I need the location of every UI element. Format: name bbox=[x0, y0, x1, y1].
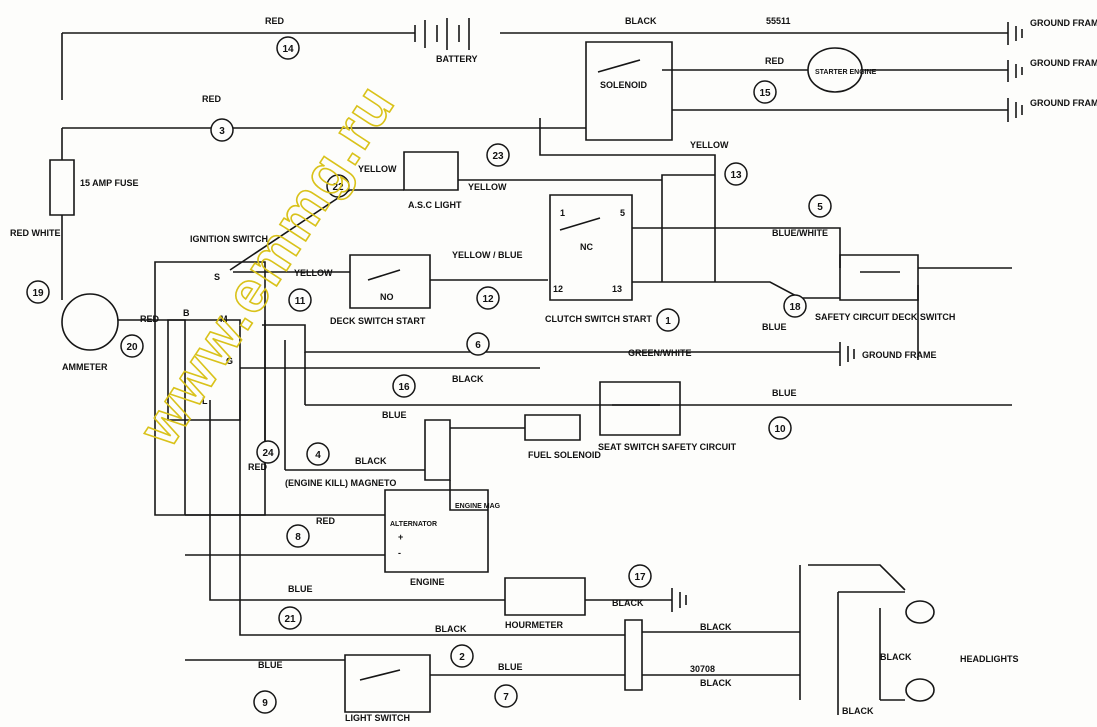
label-red-8: RED bbox=[316, 516, 336, 526]
wire-number-20: 20 bbox=[126, 342, 138, 353]
wire-number-14: 14 bbox=[282, 44, 294, 55]
label-red-20: RED bbox=[140, 314, 160, 324]
label-ground-frame-2: GROUND FRAME bbox=[1030, 58, 1097, 68]
label-solenoid: SOLENOID bbox=[600, 80, 648, 90]
label-blue-9: BLUE bbox=[258, 660, 283, 670]
wire-number-23: 23 bbox=[492, 151, 504, 162]
wires bbox=[49, 18, 1023, 715]
wire-number-5: 5 bbox=[817, 202, 823, 213]
label-safety-deck-switch: SAFETY CIRCUIT DECK SWITCH bbox=[815, 312, 955, 322]
label-black-17: BLACK bbox=[612, 598, 644, 608]
wire-number-markers: 14 15 3 22 23 13 5 19 11 12 18 1 20 6 16… bbox=[26, 36, 832, 714]
label-engine-kill: (ENGINE KILL) MAGNETO bbox=[285, 478, 396, 488]
ignition-terminals: S M G B L 1 5 12 13 + - bbox=[183, 208, 625, 558]
label-starter-engine: STARTER ENGINE bbox=[815, 69, 877, 76]
labels: RED BATTERY BLACK 55511 GROUND FRAME GRO… bbox=[10, 16, 1097, 723]
wire-number-3: 3 bbox=[219, 126, 225, 137]
wire-number-16: 16 bbox=[398, 382, 410, 393]
wire-number-2: 2 bbox=[459, 652, 465, 663]
label-red-solenoid: RED bbox=[765, 56, 785, 66]
label-clutch-switch-start: CLUTCH SWITCH START bbox=[545, 314, 652, 324]
wire-number-7: 7 bbox=[503, 692, 509, 703]
label-yellow-11: YELLOW bbox=[294, 268, 333, 278]
label-blue-7: BLUE bbox=[498, 662, 523, 672]
label-code-2: 30708 bbox=[690, 664, 715, 674]
wire-number-6: 6 bbox=[475, 340, 481, 351]
label-red-24: RED bbox=[248, 462, 268, 472]
watermark: www.emmg.ru bbox=[126, 73, 408, 458]
label-nc: NC bbox=[580, 242, 593, 252]
label-deck-switch-start: DECK SWITCH START bbox=[330, 316, 426, 326]
wire-number-21: 21 bbox=[284, 614, 296, 625]
terminal-g: G bbox=[226, 356, 233, 366]
wire-number-19: 19 bbox=[32, 288, 44, 299]
label-engine: ENGINE bbox=[410, 577, 445, 587]
label-red-white: RED WHITE bbox=[10, 228, 61, 238]
label-yellow-22: YELLOW bbox=[358, 164, 397, 174]
wire-number-11: 11 bbox=[295, 296, 306, 307]
wire-number-4: 4 bbox=[315, 450, 321, 461]
clutch-term-1: 1 bbox=[560, 208, 565, 218]
terminal-s: S bbox=[214, 272, 220, 282]
label-red-3: RED bbox=[202, 94, 222, 104]
wire-number-15: 15 bbox=[759, 88, 771, 99]
label-black-4: BLACK bbox=[355, 456, 387, 466]
label-black-head: BLACK bbox=[700, 622, 732, 632]
label-top-code: 55511 bbox=[766, 16, 791, 26]
wire-number-8: 8 bbox=[295, 532, 301, 543]
clutch-term-13: 13 bbox=[612, 284, 622, 294]
alternator-minus: - bbox=[398, 548, 401, 558]
wire-number-24: 24 bbox=[262, 448, 274, 459]
wire-number-10: 10 bbox=[774, 424, 786, 435]
clutch-term-5: 5 bbox=[620, 208, 625, 218]
label-green-white: GREEN/WHITE bbox=[628, 348, 692, 358]
label-headlights: HEADLIGHTS bbox=[960, 654, 1019, 664]
label-ignition-switch: IGNITION SWITCH bbox=[190, 234, 268, 244]
wire-number-17: 17 bbox=[634, 572, 646, 583]
label-black-2: BLACK bbox=[435, 624, 467, 634]
label-yellow-blue: YELLOW / BLUE bbox=[452, 250, 523, 260]
label-yellow-23: YELLOW bbox=[468, 182, 507, 192]
label-battery: BATTERY bbox=[436, 54, 478, 64]
label-asc-light: A.S.C LIGHT bbox=[408, 200, 462, 210]
label-ammeter: AMMETER bbox=[62, 362, 108, 372]
label-black-head2: BLACK bbox=[880, 652, 912, 662]
wire-number-13: 13 bbox=[730, 170, 742, 181]
label-blue-16: BLUE bbox=[382, 410, 407, 420]
terminal-l: L bbox=[202, 396, 208, 406]
wire-number-18: 18 bbox=[789, 302, 801, 313]
label-seat-switch: SEAT SWITCH SAFETY CIRCUIT bbox=[598, 442, 737, 452]
terminal-m: M bbox=[220, 314, 228, 324]
label-ground-frame-mid: GROUND FRAME bbox=[862, 350, 937, 360]
label-blue-18: BLUE bbox=[762, 322, 787, 332]
terminal-b: B bbox=[183, 308, 190, 318]
label-black-6: BLACK bbox=[452, 374, 484, 384]
label-ground-frame-3: GROUND FRAME bbox=[1030, 98, 1097, 108]
clutch-term-12: 12 bbox=[553, 284, 563, 294]
label-light-switch: LIGHT SWITCH bbox=[345, 713, 410, 723]
wire-number-9: 9 bbox=[262, 698, 268, 709]
label-fuel-solenoid: FUEL SOLENOID bbox=[528, 450, 601, 460]
label-black-head3: BLACK bbox=[842, 706, 874, 716]
label-ground-frame-1: GROUND FRAME bbox=[1030, 18, 1097, 28]
label-engine-mag: ENGINE MAG bbox=[455, 503, 501, 510]
label-fuse: 15 AMP FUSE bbox=[80, 178, 139, 188]
label-black-2b: BLACK bbox=[700, 678, 732, 688]
label-blue-21: BLUE bbox=[288, 584, 313, 594]
label-alternator: ALTERNATOR bbox=[390, 521, 437, 528]
label-red-top: RED bbox=[265, 16, 285, 26]
label-blue-10: BLUE bbox=[772, 388, 797, 398]
alternator-plus: + bbox=[398, 532, 403, 542]
label-yellow-13: YELLOW bbox=[690, 140, 729, 150]
label-blue-white: BLUE/WHITE bbox=[772, 228, 828, 238]
label-no: NO bbox=[380, 292, 394, 302]
wire-number-1: 1 bbox=[665, 316, 671, 327]
wire-number-22: 22 bbox=[332, 182, 344, 193]
label-black-top: BLACK bbox=[625, 16, 657, 26]
label-hourmeter: HOURMETER bbox=[505, 620, 563, 630]
wire-number-12: 12 bbox=[482, 294, 494, 305]
